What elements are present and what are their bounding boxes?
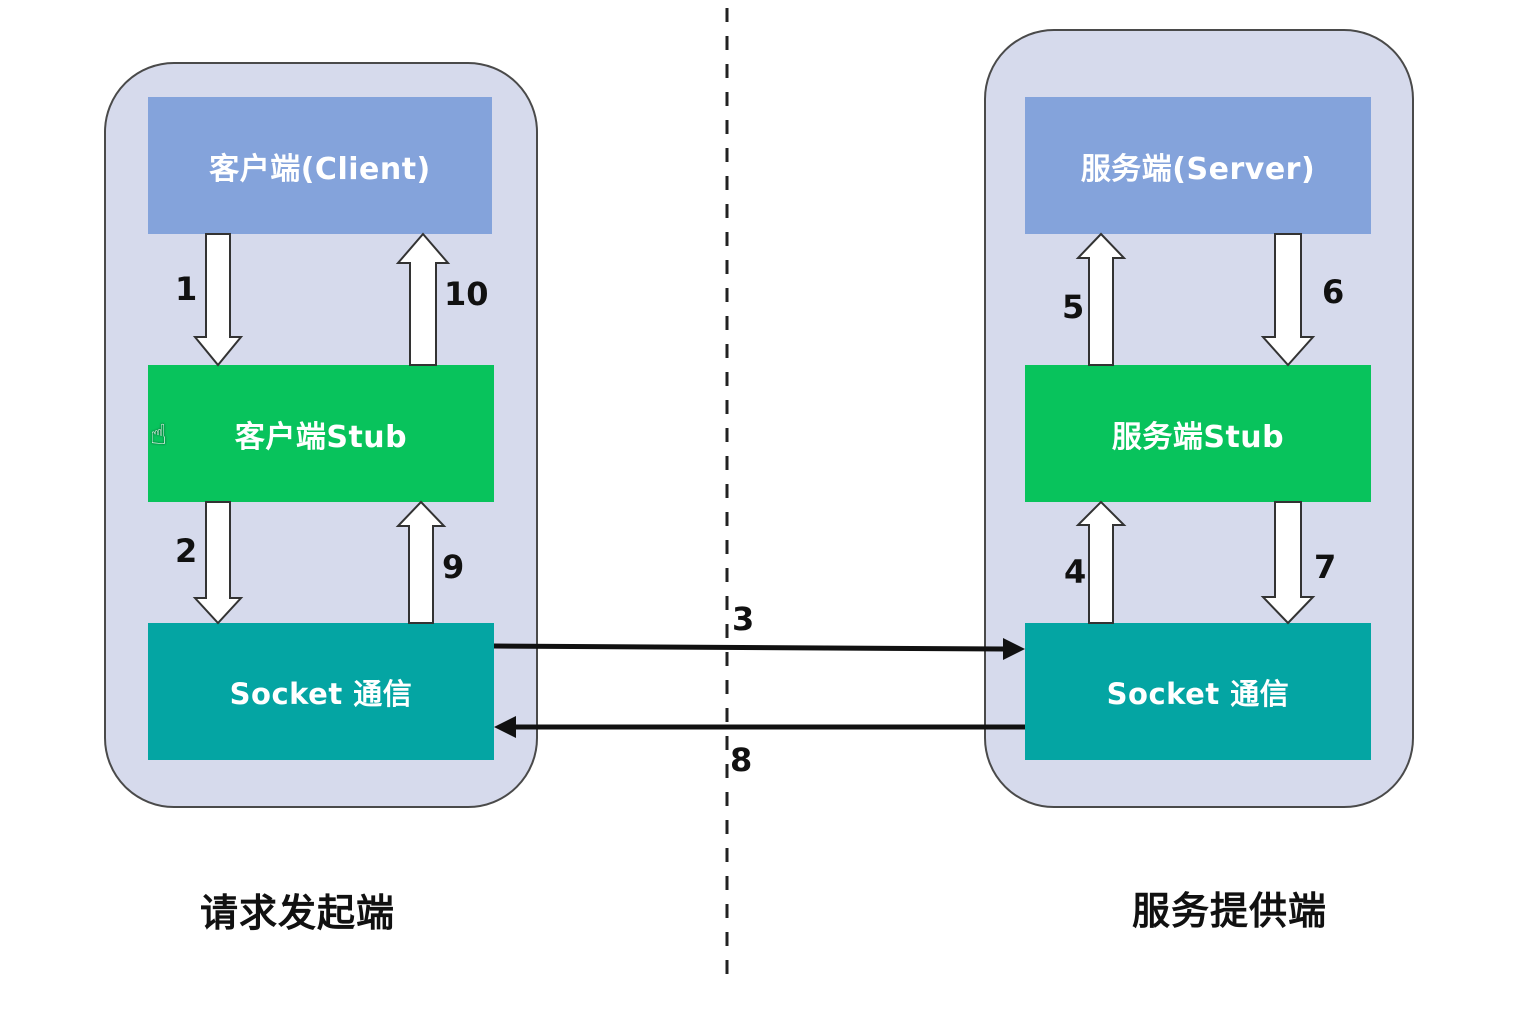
step-label-10: 10 <box>444 275 489 313</box>
step-label-6: 6 <box>1322 273 1345 311</box>
hand-cursor-icon: ☝ <box>150 418 168 451</box>
client-socket-label: Socket 通信 <box>229 676 413 711</box>
client-app-box: 客户端(Client) <box>148 97 492 234</box>
step-label-4: 4 <box>1064 553 1087 591</box>
server-app-box: 服务端(Server) <box>1025 97 1371 234</box>
client-side-caption: 请求发起端 <box>200 891 396 935</box>
step-label-9: 9 <box>442 548 465 586</box>
client-socket-box: Socket 通信 <box>148 623 494 760</box>
arrow-step-3-right <box>493 643 1005 652</box>
step-label-3: 3 <box>732 600 755 638</box>
server-socket-box: Socket 通信 <box>1025 623 1371 760</box>
client-stub-box: 客户端Stub <box>148 365 494 502</box>
step-label-5: 5 <box>1062 288 1085 326</box>
server-socket-label: Socket 通信 <box>1106 676 1290 711</box>
step-label-1: 1 <box>175 270 198 308</box>
server-stub-label: 服务端Stub <box>1111 419 1285 455</box>
server-app-label: 服务端(Server) <box>1080 151 1316 187</box>
client-stub-label: 客户端Stub <box>234 419 408 455</box>
server-stub-box: 服务端Stub <box>1025 365 1371 502</box>
step-label-8: 8 <box>730 741 753 779</box>
client-app-label: 客户端(Client) <box>209 151 431 187</box>
server-side-caption: 服务提供端 <box>1132 889 1328 933</box>
step-label-2: 2 <box>175 532 198 570</box>
step-label-7: 7 <box>1314 548 1337 586</box>
